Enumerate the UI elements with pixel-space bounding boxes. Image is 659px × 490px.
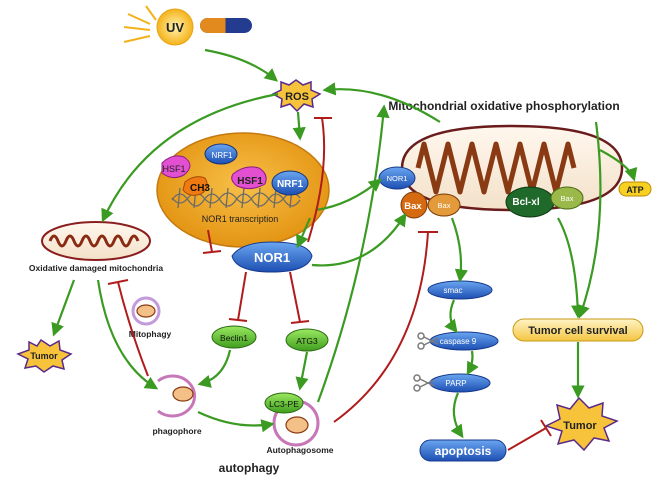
uv-label: UV — [166, 20, 184, 35]
nucleus: HSF1 NRF1 CH3 HSF1 NRF1 NOR1 transcripti… — [156, 132, 330, 248]
tumor-right-node: Tumor — [544, 396, 619, 452]
apoptosis-label: apoptosis — [435, 444, 492, 458]
arrow-bax-smac — [450, 217, 468, 283]
arrow-ros-damaged — [101, 92, 279, 223]
autophagy-label: autophagy — [219, 461, 280, 475]
autophagosome-label: Autophagosome — [266, 445, 333, 455]
smac-node: smac — [427, 280, 493, 300]
apoptosis-node: apoptosis — [419, 439, 507, 462]
hsf1-b-label: HSF1 — [237, 176, 263, 187]
arrow-beclin-phagophore — [197, 349, 232, 388]
uv-source: UV — [123, 5, 252, 46]
mitochondrion-icon — [136, 304, 156, 318]
arrow-damaged-phagophore — [96, 279, 159, 390]
mitophagy-label: Mitophagy — [129, 329, 172, 339]
inhibit-nor1-beclin — [237, 271, 247, 321]
lc3pe-label: LC3-PE — [269, 399, 299, 409]
atg3-label: ATG3 — [296, 336, 318, 346]
nor1-transcription-label: NOR1 transcription — [202, 214, 279, 224]
arrow-casp9-parp — [466, 350, 479, 376]
parp-label: PARP — [445, 379, 466, 388]
bax-bcl-label: Bax — [561, 194, 574, 203]
scissors-icon — [417, 332, 439, 350]
ch3-label: CH3 — [190, 183, 210, 194]
atp-node: ATP — [618, 181, 652, 197]
starburst-icon — [271, 79, 322, 113]
damaged-mitochondria: Oxidative damaged mitochondria — [29, 221, 163, 273]
inhibit-apoptosis-tumor — [507, 427, 547, 451]
mitochondrion-icon — [172, 386, 194, 402]
arrow-uv-ros — [204, 48, 279, 82]
starburst-icon — [16, 338, 73, 373]
arrow-mito-ros — [322, 82, 441, 123]
caspase9-node: caspase 9 — [417, 331, 499, 351]
inhibit-nor1-ros — [307, 117, 326, 243]
arrow-bclxl-survival — [557, 217, 585, 319]
scissors-icon — [413, 374, 435, 392]
arrow-smac-casp9 — [444, 299, 458, 334]
tumor-left-label: Tumor — [30, 351, 58, 361]
arrow-parp-apoptosis — [450, 392, 464, 439]
hsf1-a-label: HSF1 — [162, 164, 185, 174]
tumor-survival-label: Tumor cell survival — [528, 325, 627, 337]
activation-arrows — [51, 48, 638, 439]
sun-icon — [123, 5, 157, 43]
caspase9-label: caspase 9 — [440, 337, 477, 346]
mitochondrion-icon — [285, 416, 309, 434]
nor1-mito-label: NOR1 — [387, 174, 408, 183]
capsule-icon — [200, 18, 252, 33]
inhibit-nor1-transcription — [207, 229, 213, 253]
arrow-mito-survival — [577, 121, 602, 319]
mitochondrion-main: Mitochondrial oxidative phosphorylation … — [378, 99, 624, 219]
inhibition-lines — [107, 117, 552, 451]
beclin1-node: Beclin1 — [211, 325, 257, 349]
arrow-nor1-bax — [311, 212, 407, 267]
mito-ox-phos-label: Mitochondrial oxidative phosphorylation — [388, 99, 619, 113]
starburst-icon — [544, 396, 619, 452]
nor1-node: NOR1 — [231, 241, 313, 273]
phagophore-label: phagophore — [152, 426, 201, 436]
damaged-mito-label: Oxidative damaged mitochondria — [29, 263, 163, 273]
phagophore-node: phagophore — [152, 374, 202, 436]
inhibit-phago-damaged — [117, 281, 149, 377]
nor1-label: NOR1 — [254, 250, 290, 265]
mitochondrion-icon — [41, 221, 151, 261]
bax-main-label: Bax — [404, 201, 422, 212]
bclxl-label: Bcl-xl — [512, 197, 539, 208]
ros-node: ROS — [271, 79, 322, 113]
arrow-damaged-tumor — [51, 279, 76, 337]
arrow-phago-autophagosome — [197, 411, 275, 433]
beclin1-label: Beclin1 — [220, 333, 248, 343]
tumor-left-node: Tumor — [16, 338, 73, 373]
ros-label: ROS — [285, 91, 309, 103]
inhibit-nor1-atg3 — [289, 271, 301, 323]
arrow-atg3-lc3 — [295, 351, 309, 391]
arrow-ros-nucleus — [292, 111, 306, 141]
bax-small-label: Bax — [438, 201, 451, 210]
tumor-survival-node: Tumor cell survival — [512, 318, 644, 342]
arrow-mito-atp — [599, 149, 638, 182]
parp-node: PARP — [413, 373, 491, 393]
nrf1-b-label: NRF1 — [277, 179, 304, 190]
tumor-right-label: Tumor — [563, 420, 597, 432]
smac-label: smac — [443, 286, 462, 295]
autophagosome-node: LC3-PE Autophagosome — [264, 392, 334, 455]
inhibit-autophagosome-bax — [333, 231, 429, 423]
nrf1-a-label: NRF1 — [212, 151, 233, 160]
arrow-nuc-nor1 — [296, 217, 312, 249]
arrow-autophagosome-mito — [316, 104, 390, 403]
atp-label: ATP — [626, 185, 643, 195]
atg3-node: ATG3 — [285, 328, 329, 352]
mitophagy-node: Mitophagy — [129, 296, 172, 339]
